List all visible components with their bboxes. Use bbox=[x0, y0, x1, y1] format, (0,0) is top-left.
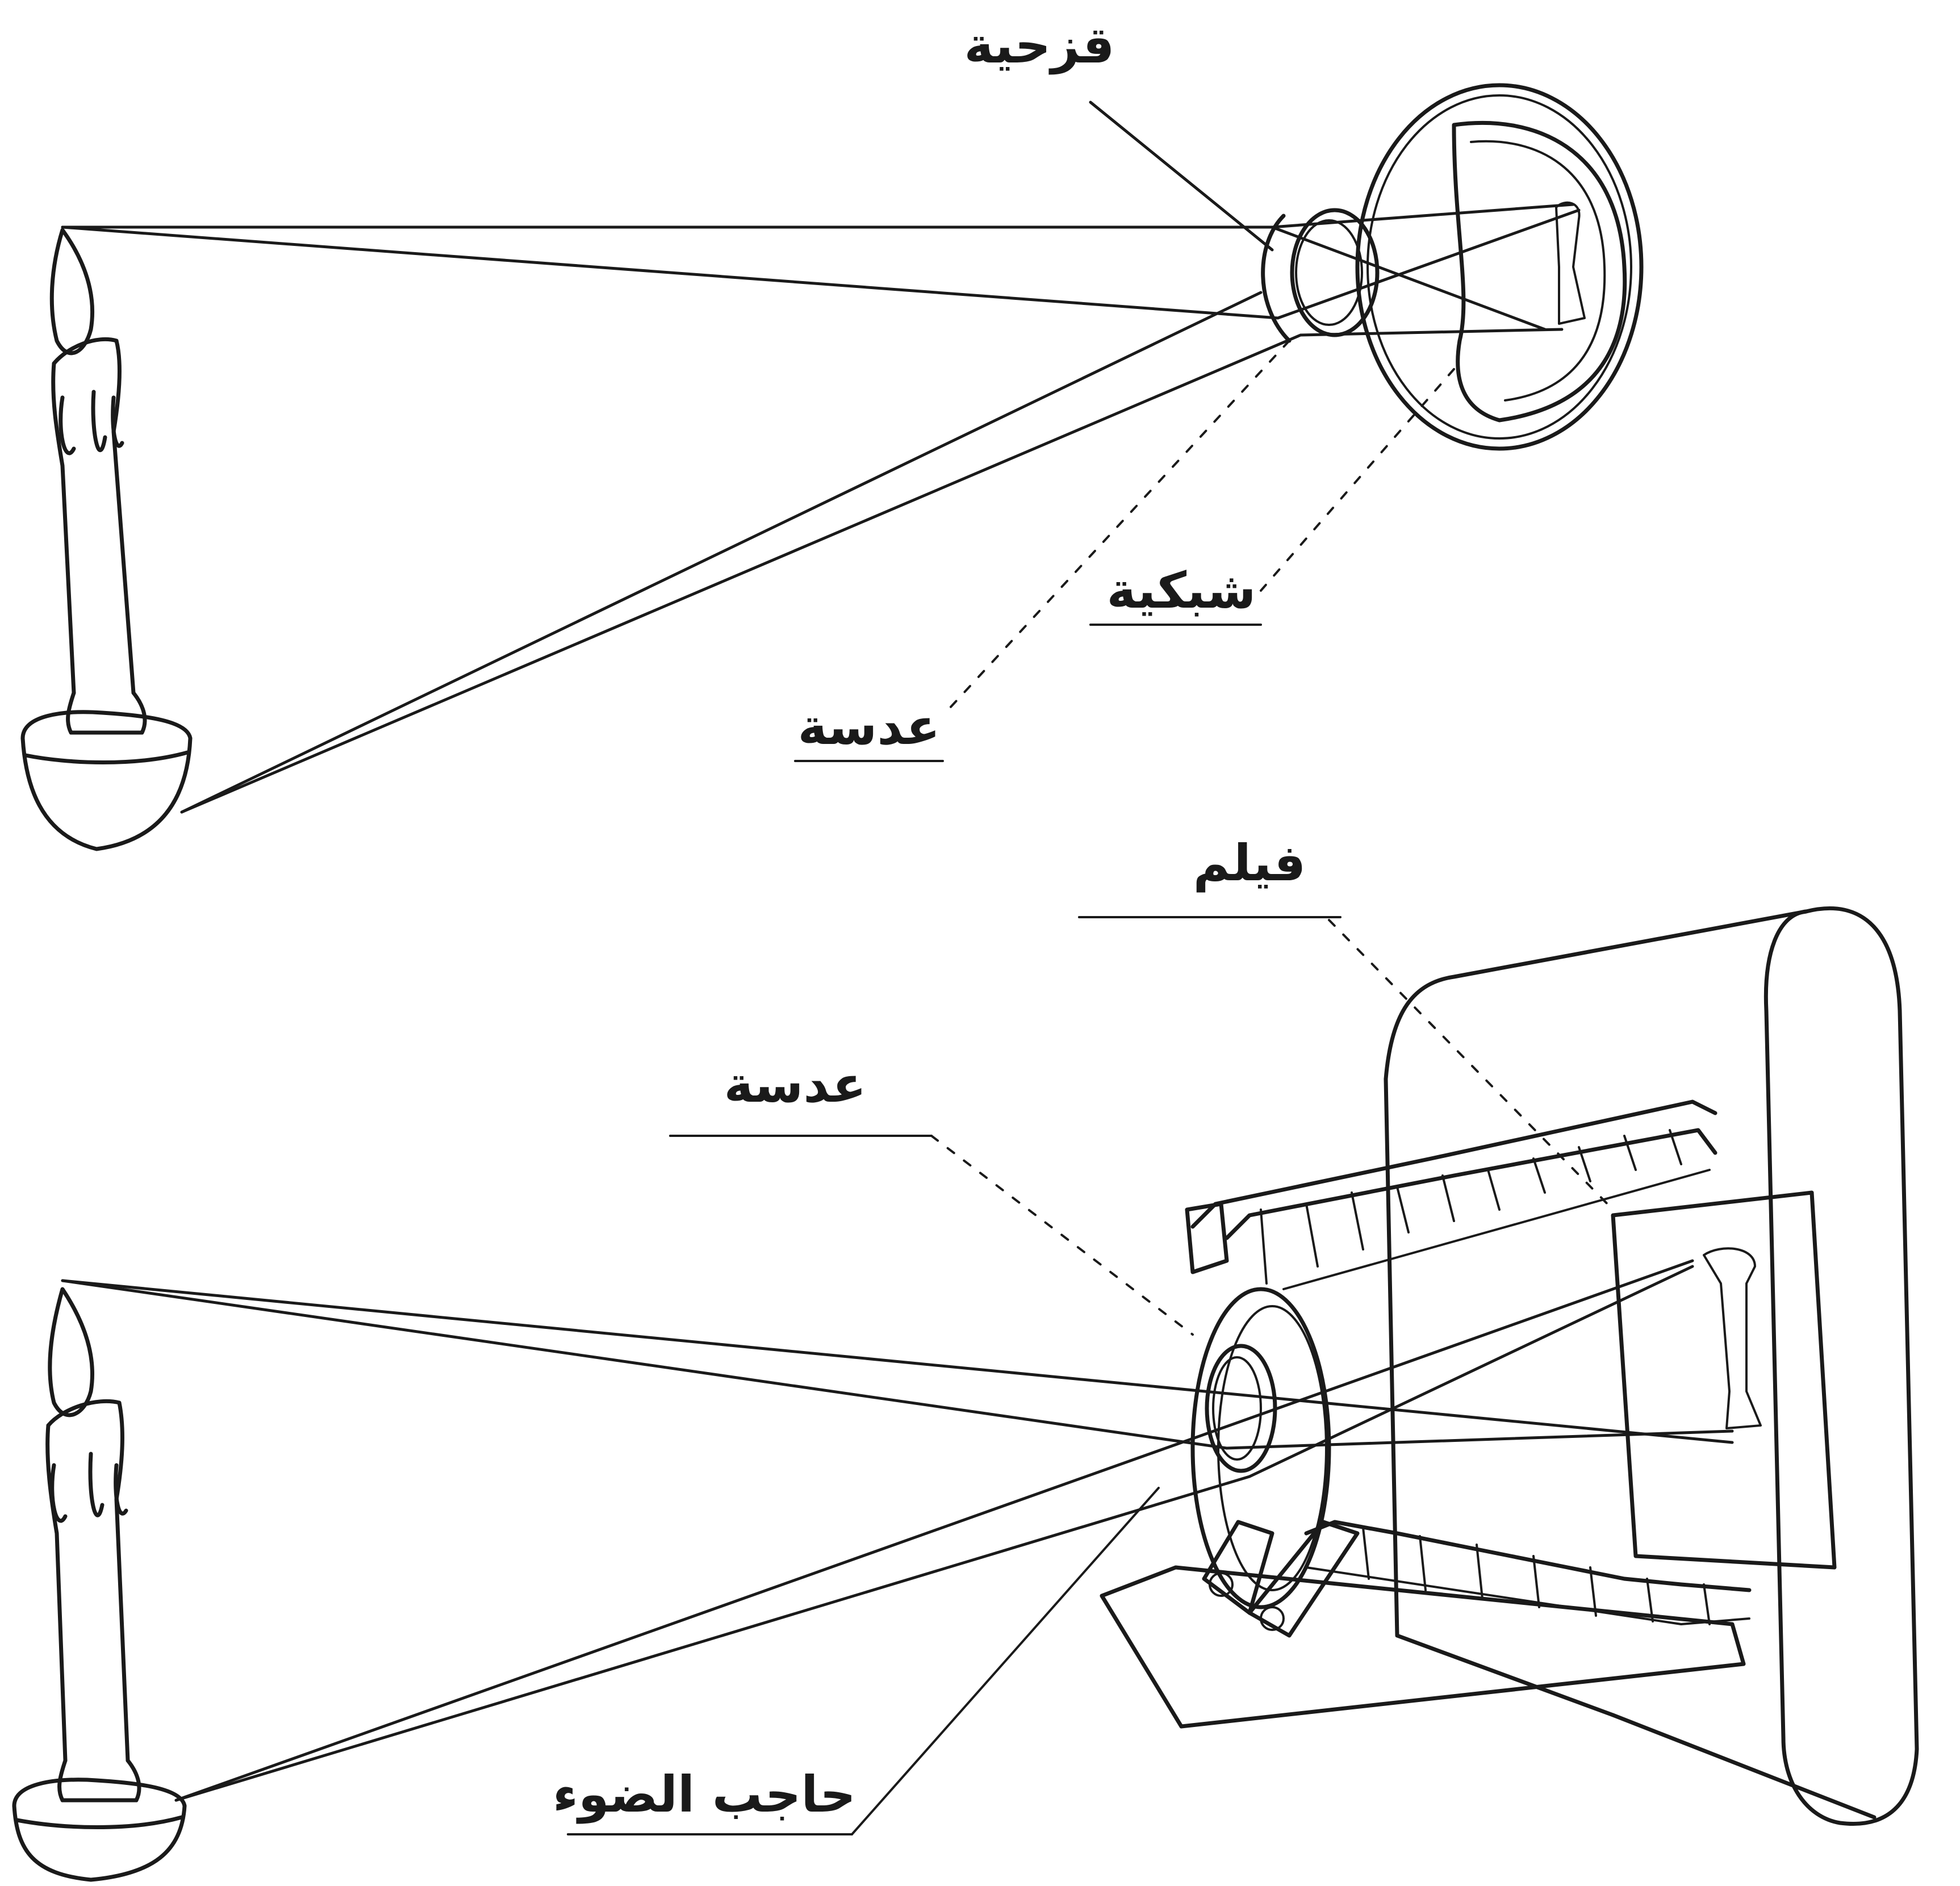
camera-lens-shape bbox=[1205, 1344, 1277, 1473]
top-leaders bbox=[794, 101, 1455, 762]
label-cornea: قزحية bbox=[964, 16, 1114, 74]
eyeball-outline bbox=[1355, 83, 1644, 451]
bottom-candle bbox=[12, 1287, 187, 1882]
bottom-leaders bbox=[567, 916, 1614, 1835]
retina-leader bbox=[1260, 368, 1455, 592]
label-film: فيلم bbox=[1193, 834, 1306, 893]
label-eye-lens: عدسة bbox=[798, 697, 941, 756]
bellows-top bbox=[1190, 1099, 1717, 1229]
label-shutter: حاجب الضوء bbox=[553, 1765, 856, 1824]
camera-lens-board bbox=[1190, 1287, 1331, 1609]
top-candle bbox=[20, 228, 193, 851]
retina-image bbox=[1555, 201, 1586, 325]
retina-outline bbox=[1452, 120, 1627, 423]
shutter-leader bbox=[851, 1487, 1160, 1835]
film-leader bbox=[1328, 919, 1614, 1211]
eye bbox=[1261, 83, 1644, 451]
camera-lens-leader bbox=[930, 1135, 1194, 1336]
top-light-rays bbox=[61, 203, 1581, 814]
camera bbox=[1100, 906, 1919, 1826]
label-retina: شبكية bbox=[1107, 561, 1256, 620]
film-plate bbox=[1611, 1190, 1837, 1570]
eyeball-inner bbox=[1366, 94, 1632, 440]
cornea-leader bbox=[1089, 101, 1274, 252]
film-image bbox=[1703, 1247, 1762, 1429]
lens-stand-top bbox=[1185, 1202, 1229, 1274]
eye-lens-leader bbox=[942, 340, 1290, 717]
camera-back bbox=[1763, 906, 1919, 1826]
label-camera-lens: عدسة bbox=[724, 1055, 867, 1114]
bellows-bottom bbox=[1304, 1520, 1752, 1592]
camera-base-plate bbox=[1100, 1565, 1746, 1729]
bottom-light-rays bbox=[61, 1259, 1734, 1802]
eye-lens-shape bbox=[1290, 208, 1380, 337]
